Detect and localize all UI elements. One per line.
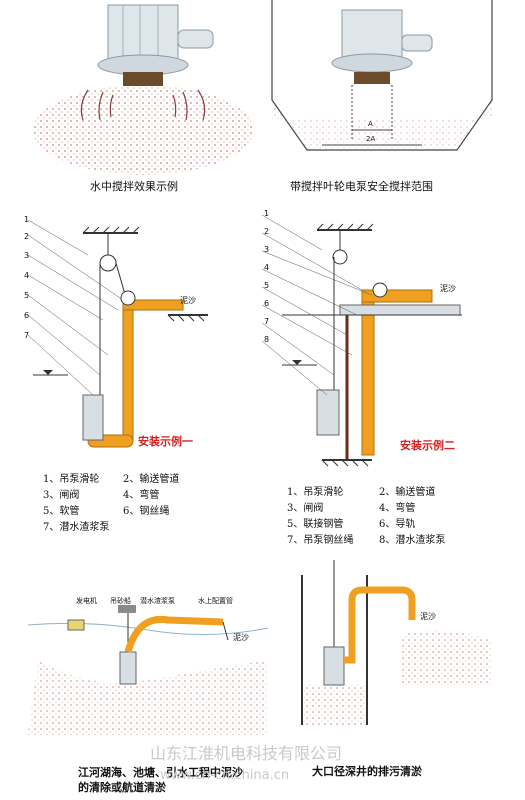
example-1-number: 7 [24, 331, 30, 340]
example-1-number: 6 [24, 311, 30, 320]
example-2-number: 3 [264, 245, 270, 254]
mixing-effect-panel: 水中搅拌效果示例 [28, 0, 258, 200]
example-1-number: 1 [24, 215, 30, 224]
example-1-number: 2 [24, 232, 30, 241]
pump-label: 潜水渣浆泵 [140, 597, 175, 605]
stirring-range-caption: 带搅拌叶轮电泵安全搅拌范围 [290, 180, 433, 193]
example-2-number: 1 [264, 209, 270, 218]
pipe-label: 水上配置管 [198, 597, 233, 605]
example-1-number: 4 [24, 271, 30, 280]
example-2-number: 8 [264, 335, 270, 344]
install-example-2-diagram [261, 214, 462, 467]
deep-well-illustration [301, 560, 492, 725]
example-2-number: 7 [264, 317, 270, 326]
stirring-range-panel: A 2A 带搅拌叶轮电泵安全搅拌范围 [262, 0, 502, 200]
mixing-effect-caption: 水中搅拌效果示例 [90, 180, 178, 193]
example-1-number: 5 [24, 291, 30, 300]
example-1-number: 3 [24, 251, 30, 260]
example-2-number: 2 [264, 227, 270, 236]
deep-well-panel: 泥沙 大口径深井的排污清淤 [282, 555, 502, 795]
example-2-title: 安装示例二 [400, 439, 455, 452]
deep-well-caption: 大口径深井的排污清淤 [312, 765, 422, 778]
site-watermark: www.ch-cn.china.cn [160, 768, 290, 783]
generator-label: 发电机 [76, 597, 97, 605]
example-2-number: 4 [264, 263, 270, 272]
well-mud-label: 泥沙 [420, 612, 436, 621]
example-1-mud-label: 泥沙 [180, 296, 196, 305]
river-dredging-illustration [27, 605, 269, 735]
mixing-effect-illustration [33, 4, 253, 175]
example-2-number: 6 [264, 299, 270, 308]
river-dredging-caption: 江河湖海、池塘、引水工程中泥沙的清除或航道清淤 [78, 766, 243, 794]
river-mud-label: 泥沙 [233, 633, 249, 642]
example-1-title: 安装示例一 [138, 435, 193, 448]
stirring-range-illustration [271, 0, 493, 151]
dimension-a-label: A [368, 120, 373, 128]
company-watermark: 山东江淮机电科技有限公司 [150, 744, 343, 763]
example-2-number: 5 [264, 281, 270, 290]
winch-label: 吊砂船 [110, 597, 131, 605]
dimension-2a-label: 2A [366, 135, 376, 143]
install-example-1-diagram [27, 219, 208, 448]
example-2-mud-label: 泥沙 [440, 284, 456, 293]
river-dredging-panel: 发电机 吊砂船 潜水渣浆泵 水上配置管 泥沙 江河湖海、池塘、引水工程中泥沙的清… [27, 560, 269, 795]
